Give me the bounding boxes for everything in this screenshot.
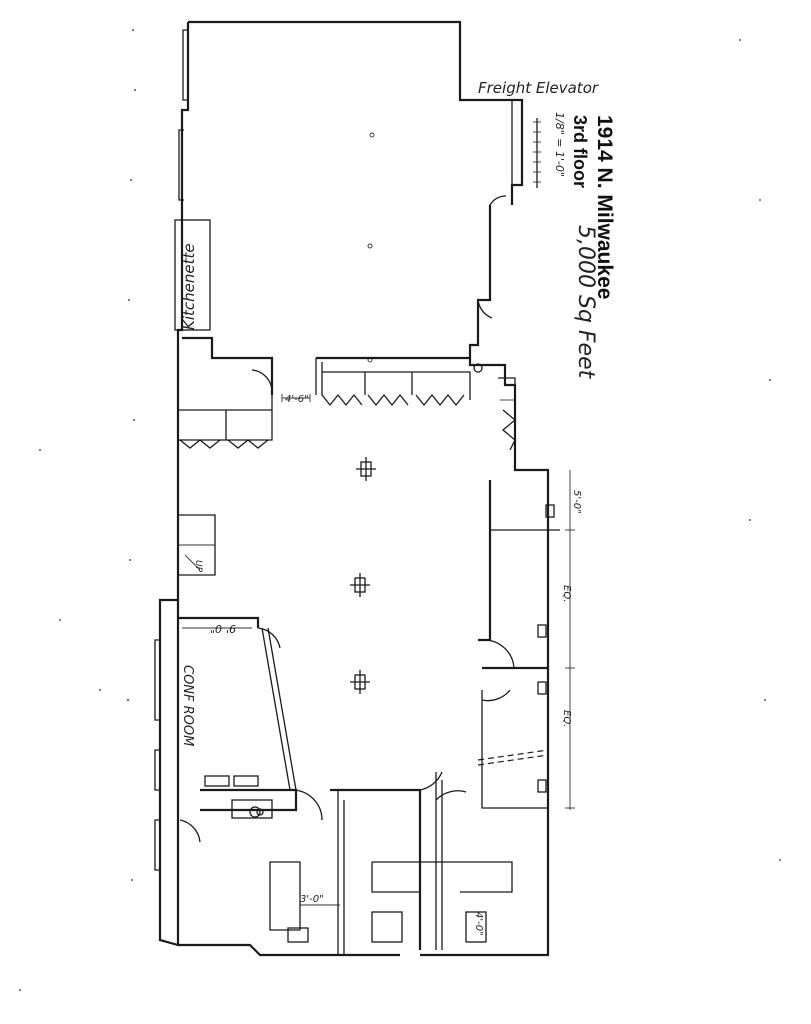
title-area: 5,000 Sq Feet xyxy=(573,225,598,380)
kitchenette xyxy=(174,219,211,331)
conf-room xyxy=(178,616,323,843)
stair xyxy=(178,514,216,576)
ceiling-marker xyxy=(369,132,375,138)
title-floor: 3rd floor xyxy=(570,115,590,188)
east-offices xyxy=(477,470,575,810)
dimension-4-0: 4'-0" xyxy=(473,912,484,936)
up-label: UP xyxy=(193,560,203,573)
kitchenette-label: Kitchenette xyxy=(180,243,198,330)
light-fixture-1 xyxy=(356,457,376,481)
south-offices xyxy=(256,771,513,955)
conf-room-label: CONF ROOM xyxy=(180,665,195,746)
door-swing xyxy=(489,195,507,206)
ceiling-marker xyxy=(367,243,373,249)
title-address: 1914 N. Milwaukee xyxy=(593,115,616,299)
dimension-5-0: 5'-0" xyxy=(571,490,582,514)
column-marker xyxy=(473,363,483,373)
scale-label: 1/8" = 1'-0" xyxy=(553,112,566,177)
door-swing xyxy=(477,299,493,319)
scan-noise xyxy=(19,29,781,991)
freight-elevator xyxy=(511,100,541,200)
light-fixtures xyxy=(350,457,376,694)
freight-elevator-label: Freight Elevator xyxy=(478,79,599,97)
eq-label-1: EQ. xyxy=(561,585,572,602)
north-partition xyxy=(178,336,471,449)
light-fixture-3 xyxy=(350,670,370,694)
dimension-3-0: 3'-0" xyxy=(300,894,324,905)
eq-label-2: EQ. xyxy=(561,710,572,727)
dimension-9-0: 9'-0" xyxy=(210,622,236,635)
title-block: 1914 N. Milwaukee 3rd floor 5,000 Sq Fee… xyxy=(553,112,616,380)
light-fixture-2 xyxy=(350,573,370,597)
dimension-4-6: 4'-6" xyxy=(285,394,309,405)
outlet-marks xyxy=(537,504,555,793)
east-door xyxy=(498,377,517,451)
